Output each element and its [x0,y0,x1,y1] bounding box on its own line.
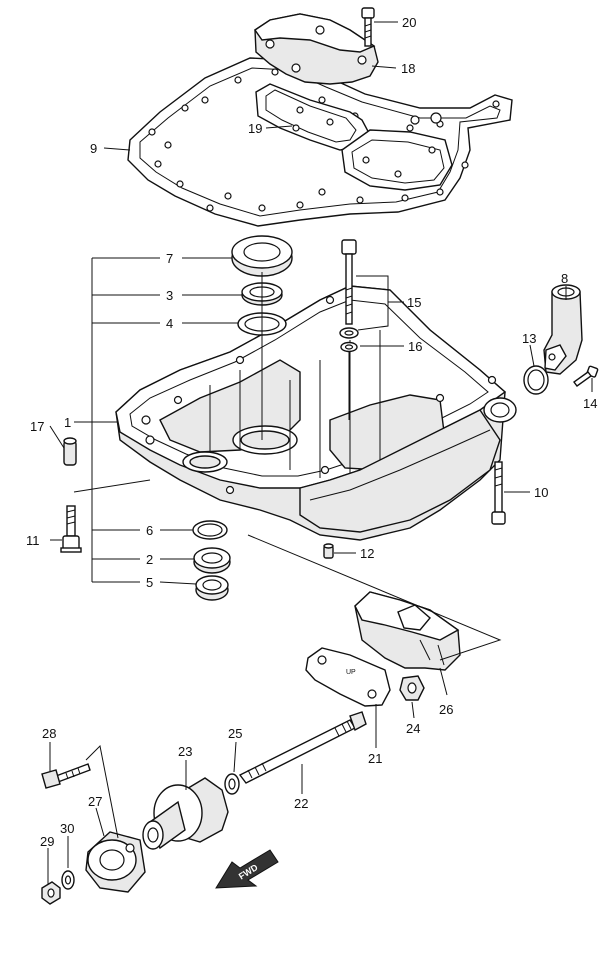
bracket-part-27 [85,831,146,893]
ring-part-6 [192,520,228,540]
cover-part-18 [254,13,379,85]
plate-part-21: UP [305,647,391,707]
callout-24: 24 [406,721,420,736]
oil-seal-part-5 [195,575,229,601]
callout-13: 13 [522,331,536,346]
dowel-part-12 [323,543,334,559]
bolt-part-28 [41,763,91,789]
callout-29: 29 [40,834,54,849]
callout-9: 9 [90,141,97,156]
bolt-part-14 [573,365,599,387]
callout-30: 30 [60,821,74,836]
callout-23: 23 [178,744,192,759]
callout-28: 28 [42,726,56,741]
elbow-part-8 [543,284,583,375]
callout-15: 15 [407,295,421,310]
dowel-part-17 [63,437,77,466]
bolt-part-10 [491,461,506,525]
callout-12: 12 [360,546,374,561]
callout-19: 19 [248,121,262,136]
callout-27: 27 [88,794,102,809]
callout-7: 7 [166,251,173,266]
callout-22: 22 [294,796,308,811]
nut-part-29 [41,881,61,905]
bolt-part-20 [361,7,375,47]
callout-labels: 20 18 9 19 7 3 4 15 16 8 13 14 1 17 10 1… [26,15,597,849]
callout-14: 14 [583,396,597,411]
callout-1: 1 [64,415,71,430]
callout-3: 3 [166,288,173,303]
nut-part-24 [399,675,425,701]
washer-part-16 [339,327,359,353]
callout-25: 25 [228,726,242,741]
mount-part-23 [142,777,229,850]
callout-8: 8 [561,271,568,286]
callout-2: 2 [146,552,153,567]
callout-10: 10 [534,485,548,500]
bolt-part-15 [341,239,357,325]
callout-26: 26 [439,702,453,717]
o-ring-part-13 [523,365,549,395]
bolt-part-11 [60,505,82,553]
callout-11: 11 [26,533,40,548]
oil-seal-part-7 [231,235,293,277]
engine-holder-part-1 [115,285,517,541]
washer-part-30 [61,870,75,890]
callout-18: 18 [401,61,415,76]
callout-6: 6 [146,523,153,538]
stud-part-22 [238,711,367,784]
callout-20: 20 [402,15,416,30]
bearing-part-2 [193,547,231,574]
callout-4: 4 [166,316,173,331]
gasket-part-19 [255,83,453,191]
leader-lines [47,21,593,884]
callout-21: 21 [368,751,382,766]
callout-17: 17 [30,419,44,434]
plate-up-mark: UP [346,669,356,676]
fwd-arrow-icon: FWD [215,849,279,889]
callout-16: 16 [408,339,422,354]
washer-part-25 [224,773,240,795]
callout-5: 5 [146,575,153,590]
bracket-part-26 [354,591,461,671]
